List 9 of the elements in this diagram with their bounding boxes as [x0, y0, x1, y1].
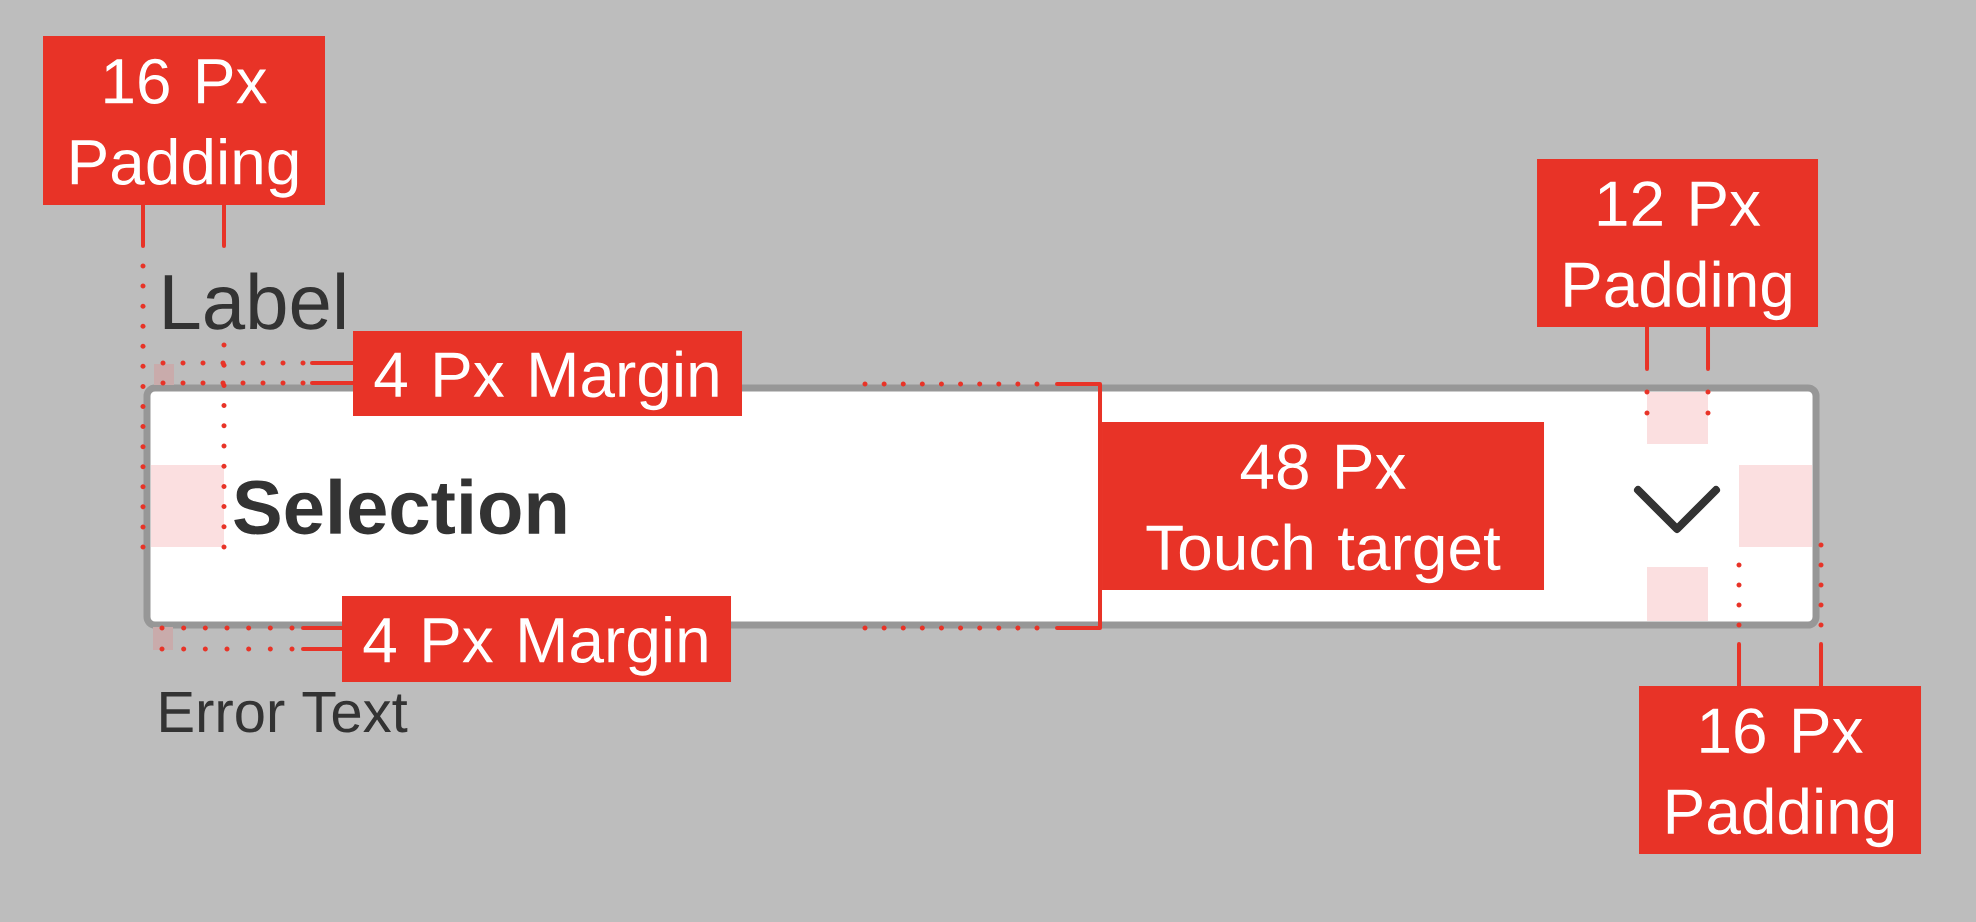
measurement-tag: 4 Px Margin	[342, 596, 731, 682]
helper-text: Error Text	[161, 692, 408, 733]
measurement-tag: 16 Px Padding	[43, 36, 325, 205]
measurement-tag: 12 Px Padding	[1537, 159, 1818, 327]
node-label: 48 Px Touch target	[1146, 444, 1501, 584]
measurement-tag: 48 Px Touch target	[1102, 422, 1544, 590]
measurement-tag: 4 Px Margin	[353, 331, 742, 416]
field-label: Label	[164, 272, 344, 330]
measurement-tag: 16 Px Padding	[1639, 686, 1921, 854]
